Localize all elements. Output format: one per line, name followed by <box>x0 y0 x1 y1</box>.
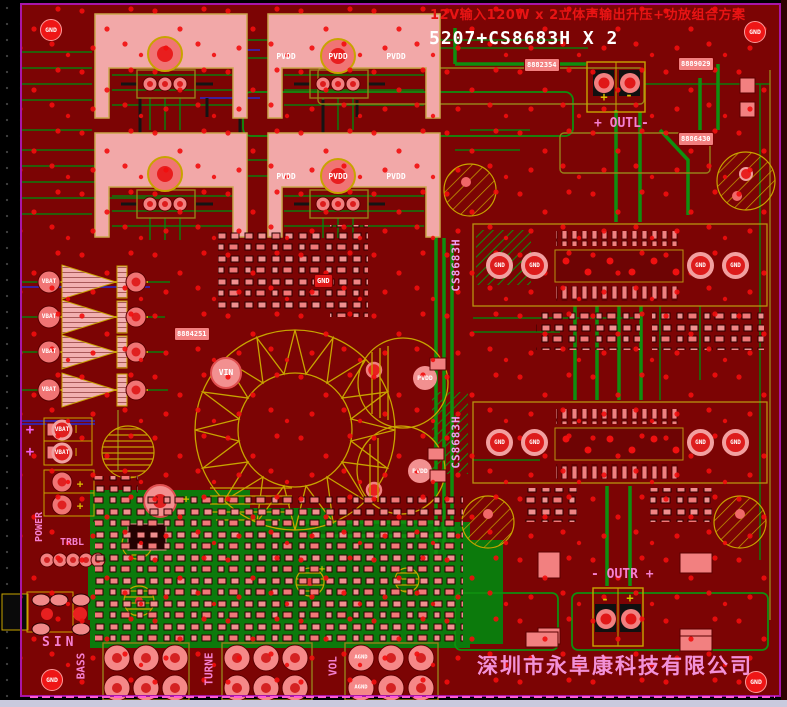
pvdd-label: PVDD <box>328 172 348 181</box>
right-edge <box>781 0 787 707</box>
vbat-pad-label: VBAT <box>41 313 57 320</box>
gnd-test-point: GND <box>744 21 766 43</box>
ic2-gnd-pad: GND <box>722 429 749 456</box>
ic2-gnd-pad: GND <box>521 429 548 456</box>
board-outline <box>20 3 781 698</box>
power-label: POWER <box>34 511 45 543</box>
vbat-plus-mark: + <box>25 422 35 438</box>
outl-minus-mark: - <box>625 88 633 102</box>
pvdd-label: PVDD <box>328 52 348 61</box>
board-title-line2: 5207+CS8683H X 2 <box>429 28 619 49</box>
ic1-name-label: CS8683H <box>449 238 463 292</box>
terminal-plus-mark: + <box>76 499 84 513</box>
agnd-pad-label: AGND <box>354 654 368 661</box>
gnd-test-point: GND <box>41 669 63 691</box>
pvdd-label: PVDD <box>386 52 406 61</box>
vbat-pad-label: VBAT <box>41 348 57 355</box>
gnd-chip-label: GND <box>314 274 333 288</box>
ic2-name-label: CS8683H <box>449 415 463 469</box>
via-field <box>22 6 779 696</box>
ref-designator: 8884251 <box>174 327 210 341</box>
vbat-plus-mark: + <box>25 444 35 460</box>
trbl-label: TRBL <box>60 537 85 548</box>
vbat-pad-label: VBAT <box>54 449 70 456</box>
pvdd-label: PVDD <box>276 172 296 181</box>
terminal-plus-mark: + <box>76 477 84 491</box>
ic1-gnd-pad: GND <box>486 252 513 279</box>
gnd-test-point: GND <box>40 19 62 41</box>
ref-designator: 8886430 <box>678 132 714 146</box>
cap-plus-mark: + <box>318 564 326 575</box>
ic1-gnd-pad: GND <box>722 252 749 279</box>
turne-label: TURNE <box>202 652 216 686</box>
company-name: 深圳市永阜康科技有限公司 <box>477 654 753 678</box>
ic1-gnd-pad: GND <box>521 252 548 279</box>
outr-plus-mark: + <box>626 591 634 605</box>
ic2-gnd-pad: GND <box>486 429 513 456</box>
outr-label: - OUTR + <box>591 567 654 582</box>
terminal-tick: | <box>73 424 79 433</box>
agnd-pad-label: AGND <box>354 684 368 691</box>
pvdd-label: PVDD <box>276 52 296 61</box>
ic1-gnd-pad: GND <box>687 252 714 279</box>
vbat-pad-label: VBAT <box>41 386 57 393</box>
gnd-test-point: GND <box>745 671 767 693</box>
ref-designator: 8882354 <box>524 58 560 72</box>
outl-label: + OUTL- <box>594 116 649 131</box>
window-bottom-edge <box>0 700 787 707</box>
vbat-pad-label: VBAT <box>41 278 57 285</box>
pvdd-pad-label: PVDD <box>412 466 428 475</box>
vbat-pad-label: VBAT <box>54 426 70 433</box>
pvdd-pad-label: PVDD <box>417 373 433 382</box>
editor-background-grid <box>0 0 22 707</box>
sin-label: SIN <box>42 635 78 650</box>
ref-designator: 8889029 <box>678 57 714 71</box>
outl-plus-mark: + <box>600 90 608 104</box>
vin-pad-label: VIN <box>218 368 234 377</box>
bass-label: BASS <box>74 652 88 680</box>
board-title-line1: 12V输入120W x 2立体声输出升压+功放组合方案 <box>430 8 746 23</box>
outr-minus-mark: - <box>601 592 609 606</box>
pvdd-label: PVDD <box>386 172 406 181</box>
ic2-gnd-pad: GND <box>687 429 714 456</box>
vol-label: VOL <box>326 656 340 676</box>
cap-plus-mark: + <box>182 492 190 506</box>
terminal-tick: | <box>73 447 79 456</box>
